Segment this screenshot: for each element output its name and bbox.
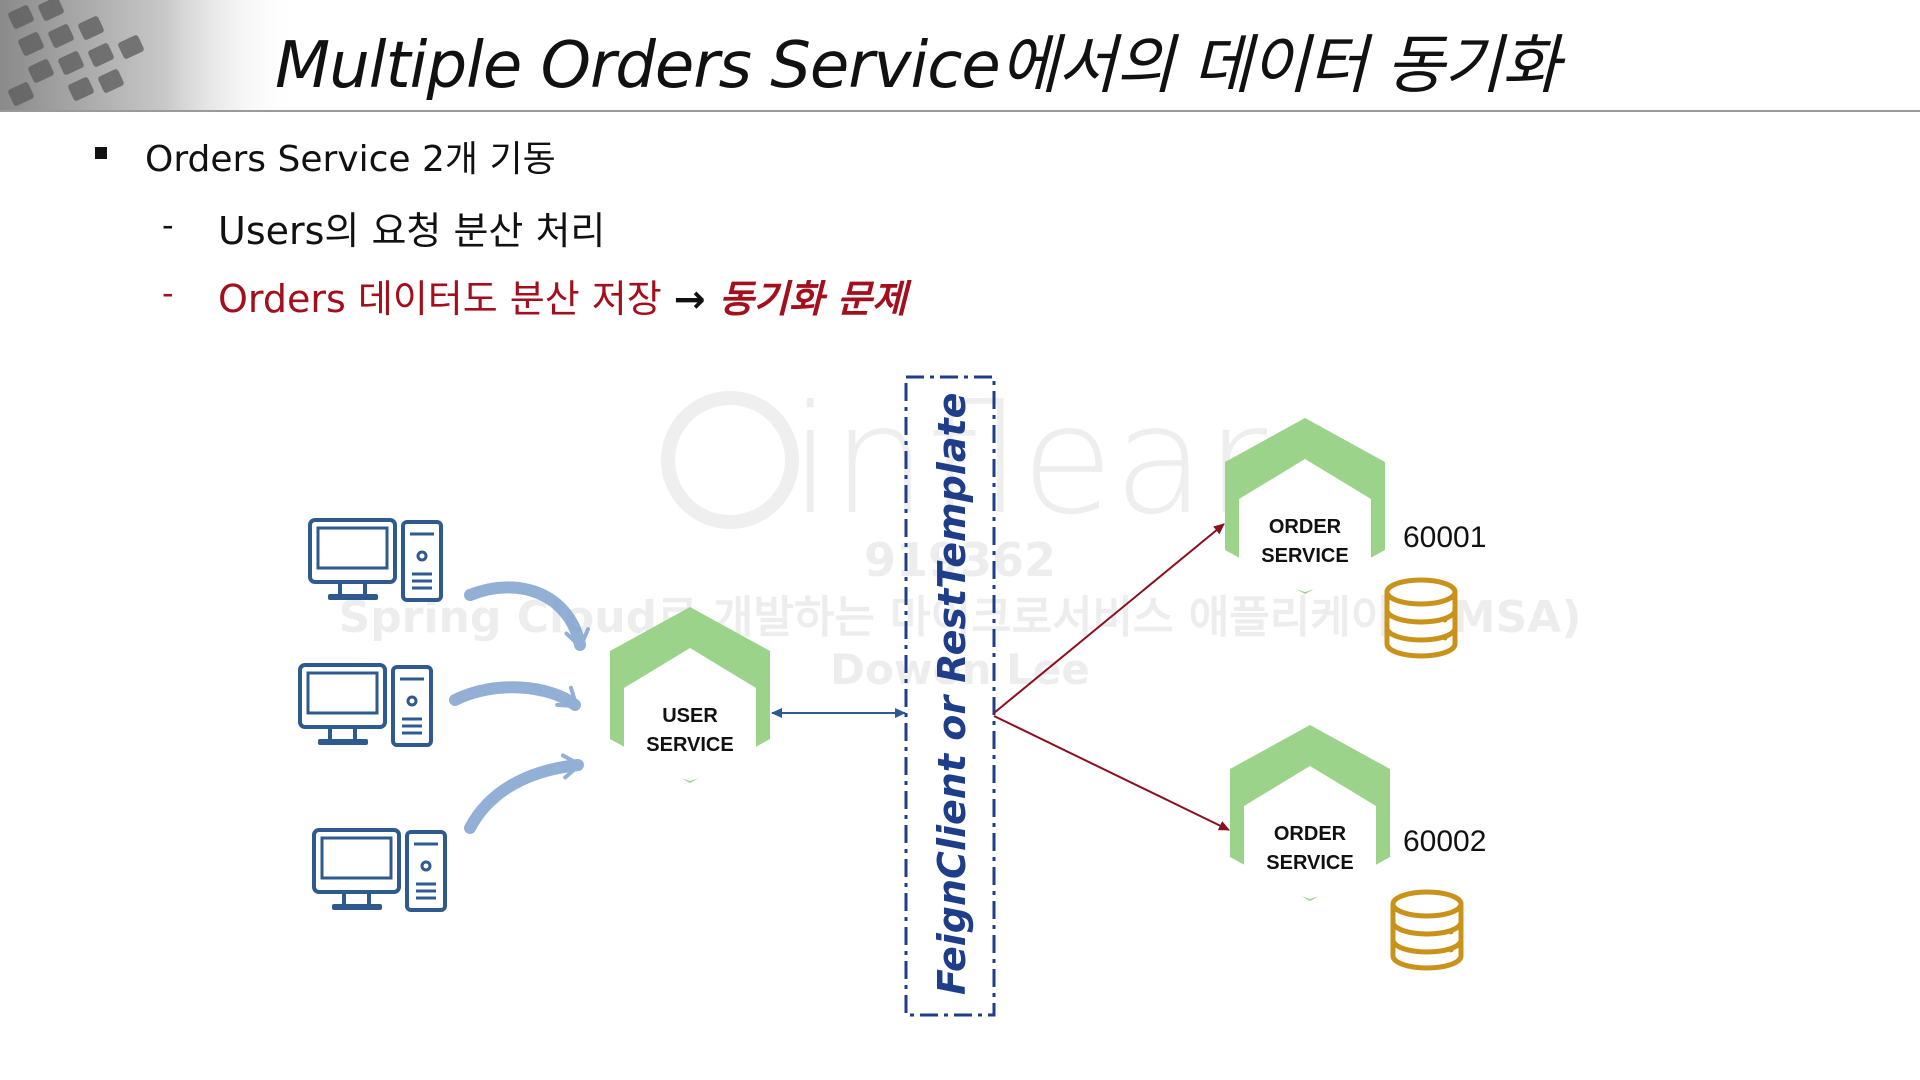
right-arrow-icon: → bbox=[673, 277, 719, 321]
order-service-2-label-1: ORDER bbox=[1274, 823, 1347, 845]
order-service-2-port: 60002 bbox=[1403, 825, 1486, 858]
client-computer-icon bbox=[308, 518, 443, 602]
route-arrow-1 bbox=[993, 523, 1225, 714]
header-divider bbox=[0, 110, 1920, 112]
database-icon bbox=[1393, 892, 1461, 968]
order-service-1-label-2: SERVICE bbox=[1261, 545, 1348, 567]
user-service-label-1: USER bbox=[662, 705, 718, 727]
feign-client-box: FeignClient or RestTemplate bbox=[904, 375, 996, 1017]
bullet-sub-2-text: Orders 데이터도 분산 저장 bbox=[218, 277, 674, 321]
bullet-sub-2-emphasis: 동기화 문제 bbox=[718, 277, 907, 321]
bullet-main: Orders Service 2개 기동 bbox=[145, 139, 556, 180]
route-arrow-2 bbox=[993, 715, 1230, 831]
dash-1: - bbox=[162, 206, 174, 244]
order-service-2-node: ORDER SERVICE bbox=[1230, 725, 1390, 901]
bullet-square-icon bbox=[95, 147, 107, 159]
user-service-node: USER SERVICE bbox=[610, 607, 770, 783]
order-service-1-port: 60001 bbox=[1403, 521, 1486, 554]
order-service-1-node: ORDER SERVICE bbox=[1225, 418, 1385, 594]
request-arrow bbox=[449, 681, 581, 711]
dash-2: - bbox=[162, 274, 174, 312]
order-service-2-label-2: SERVICE bbox=[1266, 852, 1353, 874]
client-computer-icon bbox=[298, 663, 433, 747]
request-arrow bbox=[464, 753, 584, 834]
slide-title: Multiple Orders Service에서의 데이터 동기화 bbox=[275, 29, 1560, 103]
client-computer-icon bbox=[312, 828, 447, 912]
keyboard-image bbox=[0, 0, 300, 110]
bullet-sub-1: Users의 요청 분산 처리 bbox=[218, 209, 606, 253]
request-arrow bbox=[464, 581, 591, 651]
watermark-id: 919362 bbox=[864, 533, 1056, 587]
feign-client-label: FeignClient or RestTemplate bbox=[930, 393, 974, 995]
slide-header: Multiple Orders Service에서의 데이터 동기화 bbox=[0, 0, 1920, 112]
database-icon bbox=[1387, 580, 1455, 656]
order-service-1-label-1: ORDER bbox=[1269, 516, 1342, 538]
user-service-label-2: SERVICE bbox=[646, 734, 733, 756]
bullet-sub-2: Orders 데이터도 분산 저장 → 동기화 문제 bbox=[218, 268, 907, 323]
